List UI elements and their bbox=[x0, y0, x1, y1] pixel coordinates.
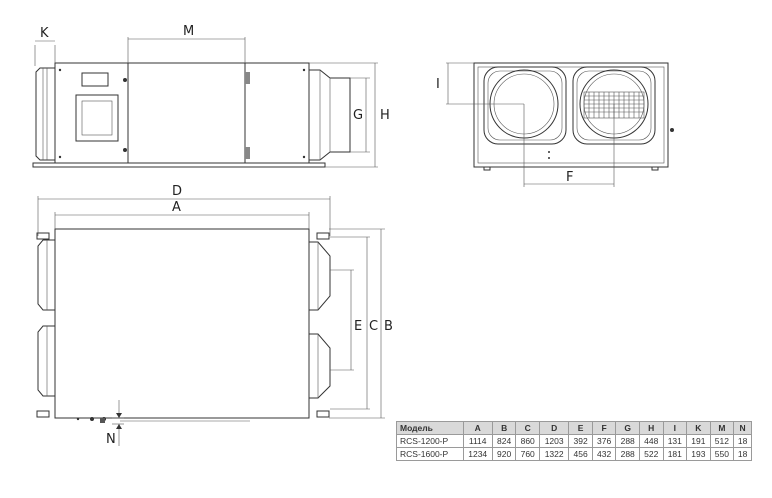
table-cell: RCS-1600-P bbox=[396, 447, 464, 461]
table-cell: 512 bbox=[709, 434, 735, 448]
dim-label-c: C bbox=[369, 319, 378, 334]
dim-label-d: D bbox=[172, 184, 182, 199]
fan-grille bbox=[583, 91, 645, 119]
table-cell: 288 bbox=[615, 434, 640, 448]
table-cell: 1322 bbox=[538, 447, 570, 461]
dim-label-m: M bbox=[183, 24, 194, 39]
table-cell: 191 bbox=[686, 434, 711, 448]
table-cell: RCS-1200-P bbox=[396, 434, 464, 448]
header-cell: I bbox=[662, 421, 688, 435]
table-row: RCS-1600-P 1234 920 760 1322 456 432 288… bbox=[396, 447, 752, 461]
dim-label-a: A bbox=[172, 200, 181, 215]
dim-label-i: I bbox=[436, 77, 440, 92]
table-cell: 1203 bbox=[538, 434, 570, 448]
table-cell: 18 bbox=[733, 434, 752, 448]
table-header-row: Модель A B C D E F G H I K M N bbox=[396, 421, 752, 435]
table-cell: 522 bbox=[638, 447, 664, 461]
header-cell: H bbox=[638, 421, 664, 435]
table-cell: 1234 bbox=[462, 447, 493, 461]
table-cell: 824 bbox=[491, 434, 517, 448]
dim-label-b: B bbox=[384, 319, 393, 334]
table-cell: 456 bbox=[568, 447, 593, 461]
header-cell: B bbox=[491, 421, 517, 435]
table-cell: 920 bbox=[491, 447, 517, 461]
table-cell: 860 bbox=[515, 434, 540, 448]
table-cell: 760 bbox=[515, 447, 540, 461]
table-cell: 288 bbox=[615, 447, 640, 461]
header-cell: K bbox=[686, 421, 711, 435]
table-row: RCS-1200-P 1114 824 860 1203 392 376 288… bbox=[396, 434, 752, 448]
table-cell: 432 bbox=[591, 447, 617, 461]
side-view: K M G H bbox=[32, 24, 390, 168]
header-cell: A bbox=[462, 421, 493, 435]
dim-label-e: E bbox=[354, 319, 362, 334]
table-cell: 131 bbox=[662, 434, 688, 448]
header-cell: N bbox=[733, 421, 752, 435]
top-view: D A E C B N bbox=[36, 184, 393, 447]
header-cell: D bbox=[538, 421, 570, 435]
header-cell: E bbox=[568, 421, 593, 435]
dim-label-h: H bbox=[380, 108, 390, 123]
table-cell: 550 bbox=[709, 447, 735, 461]
header-cell: F bbox=[591, 421, 617, 435]
table-cell: 448 bbox=[638, 434, 664, 448]
table-cell: 376 bbox=[591, 434, 617, 448]
header-cell: Модель bbox=[396, 421, 464, 435]
table-cell: 18 bbox=[733, 447, 752, 461]
table-cell: 392 bbox=[568, 434, 593, 448]
table-cell: 1114 bbox=[462, 434, 493, 448]
header-cell: C bbox=[515, 421, 540, 435]
spec-table: Модель A B C D E F G H I K M N RCS-1200-… bbox=[396, 421, 752, 461]
header-cell: M bbox=[709, 421, 735, 435]
dim-label-f: F bbox=[566, 170, 573, 185]
table-cell: 181 bbox=[662, 447, 688, 461]
header-cell: G bbox=[615, 421, 640, 435]
dim-label-g: G bbox=[353, 108, 363, 123]
dim-label-n: N bbox=[106, 432, 116, 447]
table-cell: 193 bbox=[686, 447, 711, 461]
dim-label-k: K bbox=[40, 26, 49, 41]
front-view: I F bbox=[436, 62, 674, 187]
